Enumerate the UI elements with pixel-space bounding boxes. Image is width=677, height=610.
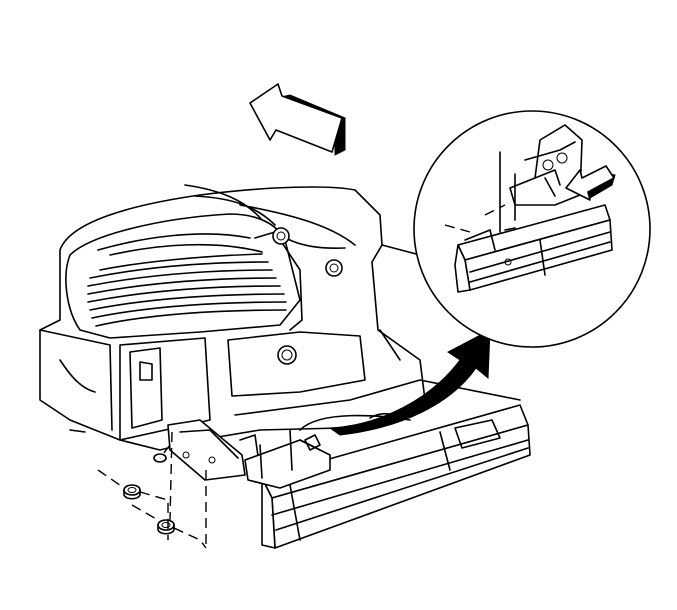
detail-circle-arrow	[565, 165, 616, 201]
detail-circle	[413, 110, 651, 348]
retaining-nut	[123, 484, 141, 500]
front-fascia-with-grille	[39, 184, 426, 451]
energy-absorber-bar	[234, 379, 531, 549]
grille-slats	[87, 253, 287, 327]
detail-view-arrow	[328, 329, 491, 436]
retaining-nut	[157, 519, 175, 535]
bracket	[167, 419, 261, 481]
direction-arrow	[249, 83, 346, 156]
leader-lines	[97, 431, 207, 549]
